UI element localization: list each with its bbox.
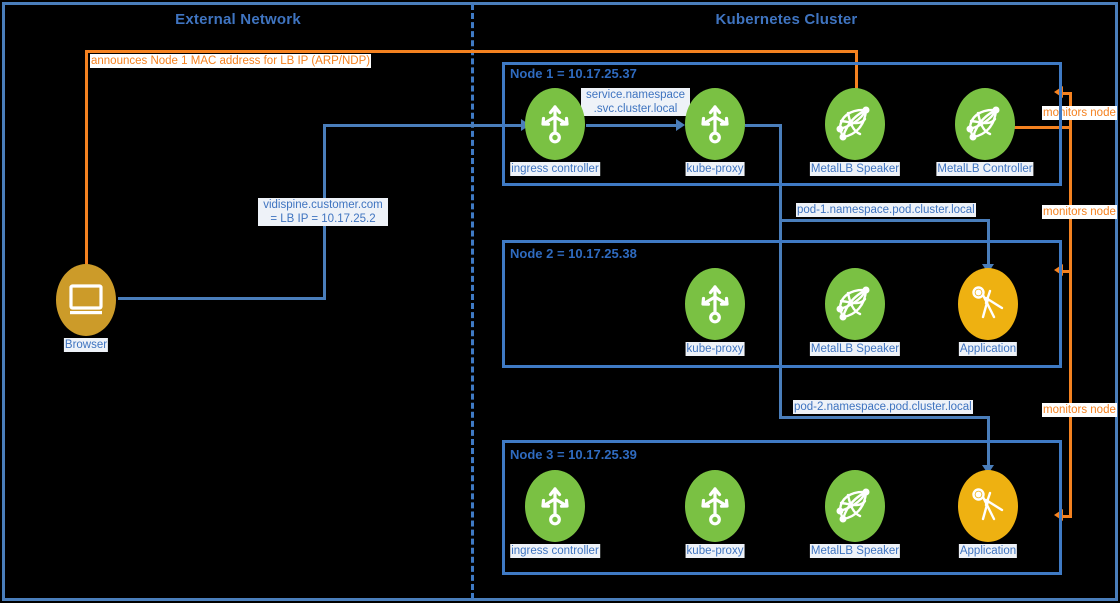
node-1-title: Node 1 = 10.17.25.37 [510, 66, 637, 81]
pod-circle [958, 470, 1018, 542]
pod1-drop-line [987, 219, 990, 268]
pod-label: kube-proxy [685, 342, 745, 356]
node-3-box [502, 440, 1062, 575]
pod-circle [685, 268, 745, 340]
orange-monitor1-line [1063, 92, 1072, 95]
monitor-icon [69, 284, 103, 315]
monitors-node-3-label: monitors node [1042, 403, 1117, 417]
orange-announce-line [85, 50, 858, 53]
trident-routing-icon [701, 285, 729, 324]
node3-pod-kube-proxy[interactable]: kube-proxy [685, 470, 745, 558]
pod-label: kube-proxy [685, 544, 745, 558]
pod-circle [685, 88, 745, 160]
net-web-icon [966, 106, 1000, 141]
lb-ip-label: vidispine.customer.com = LB IP = 10.17.2… [258, 198, 388, 226]
node-2-box [502, 240, 1062, 368]
pod-circle [525, 470, 585, 542]
trident-routing-icon [541, 487, 569, 526]
pod1-branch-line [779, 219, 990, 222]
pod-label: MetalLB Speaker [809, 162, 901, 176]
pod-label: MetalLB Speaker [809, 342, 901, 356]
trident-routing-icon [701, 105, 729, 144]
node2-pod-metallb-speaker[interactable]: MetalLB Speaker [809, 268, 901, 356]
pod-circle [958, 268, 1018, 340]
orange-speaker-riser [855, 50, 858, 94]
node-2-title: Node 2 = 10.17.25.38 [510, 246, 637, 261]
node-3-title: Node 3 = 10.17.25.39 [510, 447, 637, 462]
node1-pod-kube-proxy[interactable]: kube-proxy [685, 88, 745, 176]
pod-label: kube-proxy [685, 162, 745, 176]
pod-circle [955, 88, 1015, 160]
net-web-icon [836, 286, 870, 321]
node3-pod-metallb-speaker[interactable]: MetalLB Speaker [809, 470, 901, 558]
pod-circle [525, 88, 585, 160]
pod1-dns-label: pod-1.namespace.pod.cluster.local [796, 203, 976, 217]
kubeproxy-arrowhead [676, 119, 685, 131]
pod-circle [825, 88, 885, 160]
node-1-box [502, 62, 1062, 186]
ingress-to-kubeproxy-line [586, 124, 678, 127]
pod-circle [685, 470, 745, 542]
browser-node[interactable]: Browser [56, 264, 116, 352]
pod-label: ingress controller [510, 544, 600, 558]
announce-label: announces Node 1 MAC address for LB IP (… [90, 54, 372, 68]
orange-monitor2-arrowhead [1054, 264, 1063, 276]
monitors-node-2-label: monitors node [1042, 205, 1117, 219]
pod-circle [825, 470, 885, 542]
kubeproxy-egress-line [745, 124, 782, 127]
orange-monitor-trunk [1069, 92, 1072, 518]
node1-pod-metallb-speaker[interactable]: MetalLB Speaker [809, 88, 901, 176]
node2-pod-kube-proxy[interactable]: kube-proxy [685, 268, 745, 356]
orange-monitor1-arrowhead [1054, 86, 1063, 98]
network-boundary-divider [471, 4, 474, 599]
lb-to-ingress-line [323, 124, 523, 127]
pod-trunk-line [779, 124, 782, 416]
pod-label: MetalLB Speaker [809, 544, 901, 558]
net-web-icon [836, 488, 870, 523]
node1-pod-metallb-controller[interactable]: MetalLB Controller [936, 88, 1034, 176]
orange-controller-stub [1014, 126, 1072, 129]
pod2-dns-label: pod-2.namespace.pod.cluster.local [793, 400, 973, 414]
trident-routing-icon [701, 487, 729, 526]
orange-monitor3-arrowhead [1054, 509, 1063, 521]
node3-pod-application[interactable]: Application [958, 470, 1018, 558]
pod2-arrowhead [982, 465, 994, 474]
pod-label: Application [958, 544, 1018, 558]
pod-label: MetalLB Controller [936, 162, 1034, 176]
orange-monitor3-line [1063, 515, 1072, 518]
node2-pod-application[interactable]: Application [958, 268, 1018, 356]
browser-circle [56, 264, 116, 336]
compass-tool-icon [972, 286, 1004, 319]
node3-pod-ingress-controller[interactable]: ingress controller [510, 470, 600, 558]
browser-label: Browser [63, 338, 109, 352]
pod2-branch-line [779, 416, 990, 419]
compass-tool-icon [972, 488, 1004, 521]
pod-circle [825, 268, 885, 340]
kubernetes-cluster-title: Kubernetes Cluster [715, 11, 858, 28]
service-dns-label: service.namespace .svc.cluster.local [581, 88, 690, 116]
net-web-icon [836, 106, 870, 141]
pod-label: Application [958, 342, 1018, 356]
browser-egress-line [118, 297, 325, 300]
external-network-title: External Network [175, 11, 301, 28]
pod-label: ingress controller [510, 162, 600, 176]
trident-routing-icon [541, 105, 569, 144]
node1-pod-ingress-controller[interactable]: ingress controller [510, 88, 600, 176]
orange-browser-drop [85, 50, 88, 268]
orange-monitor2-line [1063, 270, 1072, 273]
